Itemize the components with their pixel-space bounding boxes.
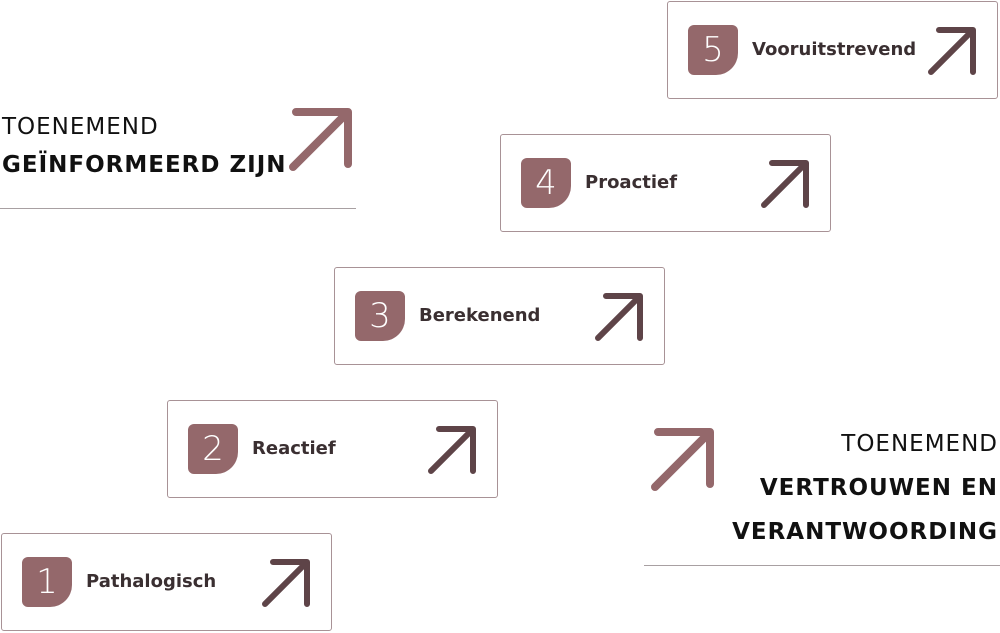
step-card-3: 3 Berekenend xyxy=(334,267,665,365)
callout-line: VERTROUWEN EN xyxy=(759,475,998,501)
step-label: Proactief xyxy=(585,172,678,193)
step-card-4: 4 Proactief xyxy=(500,134,831,232)
callout-line: TOENEMEND xyxy=(2,114,159,140)
callout-informed: TOENEMEND GEÏNFORMEERD ZIJN xyxy=(2,108,287,184)
arrow-up-right-icon xyxy=(651,428,714,491)
step-card-1: 1 Pathalogisch xyxy=(1,533,332,631)
step-card-5: 5 Vooruitstrevend xyxy=(667,1,998,99)
divider xyxy=(644,565,1000,566)
step-label: Pathalogisch xyxy=(86,571,217,592)
callout-line: GEÏNFORMEERD ZIJN xyxy=(2,152,287,178)
arrow-up-right-icon xyxy=(289,108,352,171)
step-label: Reactief xyxy=(252,438,336,459)
callout-line: TOENEMEND xyxy=(841,431,998,457)
step-label: Vooruitstrevend xyxy=(752,39,917,60)
step-card-2: 2 Reactief xyxy=(167,400,498,498)
step-number-badge: 2 xyxy=(188,424,238,474)
step-number-badge: 5 xyxy=(688,25,738,75)
step-number-badge: 1 xyxy=(22,557,72,607)
callout-trust: TOENEMEND VERTROUWEN EN VERANTWOORDING xyxy=(732,422,998,554)
arrow-up-right-icon xyxy=(761,160,809,208)
arrow-up-right-icon xyxy=(595,293,643,341)
arrow-up-right-icon xyxy=(428,426,476,474)
arrow-up-right-icon xyxy=(262,559,310,607)
step-number-badge: 4 xyxy=(521,158,571,208)
callout-line: VERANTWOORDING xyxy=(732,519,998,545)
step-label: Berekenend xyxy=(419,305,541,326)
step-number-badge: 3 xyxy=(355,291,405,341)
divider xyxy=(0,208,356,209)
arrow-up-right-icon xyxy=(928,27,976,75)
